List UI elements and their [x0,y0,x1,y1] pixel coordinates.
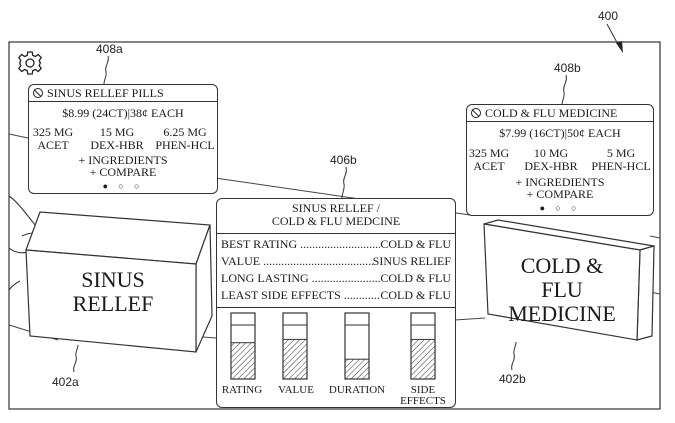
row-label: LEAST SIDE EFFECTS [221,288,380,302]
card-title-bar: SINUS RELLEF PILLS [29,85,217,102]
ingredient-name: ACET [473,159,505,173]
leader-406b [341,166,347,199]
ingredient-name: PHEN-HCL [155,138,215,152]
box-right-drawing [483,219,655,341]
more-ingredients-link[interactable]: + INGREDIENTS [78,153,168,167]
comparison-panel: SINUS RELLEF / COLD & FLU MEDCINE BEST R… [216,198,456,408]
bar-label-line: EFFECTS [400,395,446,407]
bar-fill [282,338,308,380]
comparison-row: BEST RATINGCOLD & FLU [221,237,451,251]
card-title: SINUS RELLEF PILLS [47,86,164,100]
box-right-line2: FLU [541,277,583,302]
ingredient-acet: 325 MG ACET [31,126,75,152]
ingredient-name: ACET [37,138,69,152]
carousel-dots[interactable]: ● ○ ○ [539,203,581,213]
comparison-row: VALUESINUS RELIEF [221,254,451,268]
bar-gauge [282,312,308,380]
comparison-title: SINUS RELLEF / COLD & FLU MEDCINE [217,202,455,228]
row-winner: COLD & FLU [380,271,451,285]
box-left-line1: SINUS [81,267,145,292]
card-title: COLD & FLU MEDICINE [485,106,618,120]
label-406b: 406b [330,153,357,167]
row-winner: SINUS RELIEF [372,254,451,268]
ban-icon[interactable] [471,108,481,118]
more-ingredients-link[interactable]: + INGREDIENTS [515,175,605,189]
leader-402a [73,344,79,373]
product-card-cold-flu[interactable]: COLD & FLU MEDICINE $7.99 (16CT)|50¢ EAC… [466,104,654,216]
settings-button[interactable] [17,50,43,76]
ingredient-dose: 5 MG [606,146,636,160]
label-408a: 408a [96,42,123,56]
divider [217,233,455,234]
box-left-drawing [25,211,213,353]
bar-gauge [344,312,370,380]
figure-arrow-head [616,41,623,53]
label-402a: 402a [52,375,79,389]
ingredient-dex-hbr: 10 MG DEX-HBR [519,147,583,173]
ingredient-dose: 10 MG [533,146,569,160]
card-price: $7.99 (16CT)|50¢ EACH [499,126,621,140]
ingredient-phen-hcl: 5 MG PHEN-HCL [589,147,653,173]
box-right-label: COLD & FLU MEDICINE [492,254,632,326]
bar-label-rating: RATING [221,384,263,396]
bar-gauge [230,312,256,380]
row-winner: COLD & FLU [380,237,451,251]
compare-link[interactable]: + COMPARE [526,187,594,201]
floor-line-right [454,317,486,321]
bar-label-line: SIDE [410,384,436,396]
bar-gauge [410,312,436,380]
row-label: BEST RATING [221,237,380,251]
carousel-dots[interactable]: ● ○ ○ [102,181,144,191]
bar-gauges [230,312,436,380]
row-winner: COLD & FLU [380,288,451,302]
ingredient-phen-hcl: 6.25 MG PHEN-HCL [153,126,217,152]
bar-label-value: VALUE [278,384,314,396]
leader-408b [561,74,567,106]
card-price: $8.99 (24CT)|38¢ EACH [62,106,184,120]
ingredient-dex-hbr: 15 MG DEX-HBR [85,126,149,152]
product-card-sinus-relief[interactable]: SINUS RELLEF PILLS $8.99 (24CT)|38¢ EACH… [28,84,218,194]
ingredient-acet: 325 MG ACET [467,147,511,173]
divider [217,307,455,308]
comparison-row: LONG LASTINGCOLD & FLU [221,271,451,285]
gear-icon [17,51,43,75]
label-402b: 402b [499,372,526,386]
bar-label-side-effects: SIDE EFFECTS [393,385,453,407]
label-408b: 408b [554,61,581,75]
ingredient-dose: 325 MG [468,146,510,160]
ingredient-name: DEX-HBR [524,159,578,173]
comparison-title-line2: COLD & FLU MEDCINE [271,214,401,228]
ingredient-dose: 15 MG [99,125,135,139]
box-right-line3: MEDICINE [508,301,616,326]
row-label: LONG LASTING [221,271,380,285]
bar-fill [230,342,256,380]
bar-fill [410,338,436,380]
box-right-line1: COLD & [520,253,604,278]
leader-408a [103,55,109,85]
bar-fill [344,358,370,380]
row-label: VALUE [221,254,373,268]
ban-icon[interactable] [33,88,43,98]
shelf-line-left [8,133,29,139]
bar-label-duration: DURATION [328,384,386,396]
ingredient-dose: 6.25 MG [163,125,207,139]
shelf-line-right [649,235,661,239]
ingredient-dose: 325 MG [32,125,74,139]
card-title-bar: COLD & FLU MEDICINE [467,105,653,122]
ingredient-name: PHEN-HCL [591,159,651,173]
box-left-line2: RELLEF [72,291,154,316]
comparison-title-line1: SINUS RELLEF / [291,201,380,215]
figure-number: 400 [598,9,619,23]
compare-link[interactable]: + COMPARE [89,165,157,179]
display-frame [8,41,661,410]
box-left-label: SINUS RELLEF [38,268,188,316]
leader-402b [511,341,517,371]
ingredient-name: DEX-HBR [90,138,144,152]
comparison-row: LEAST SIDE EFFECTSCOLD & FLU [221,288,451,302]
